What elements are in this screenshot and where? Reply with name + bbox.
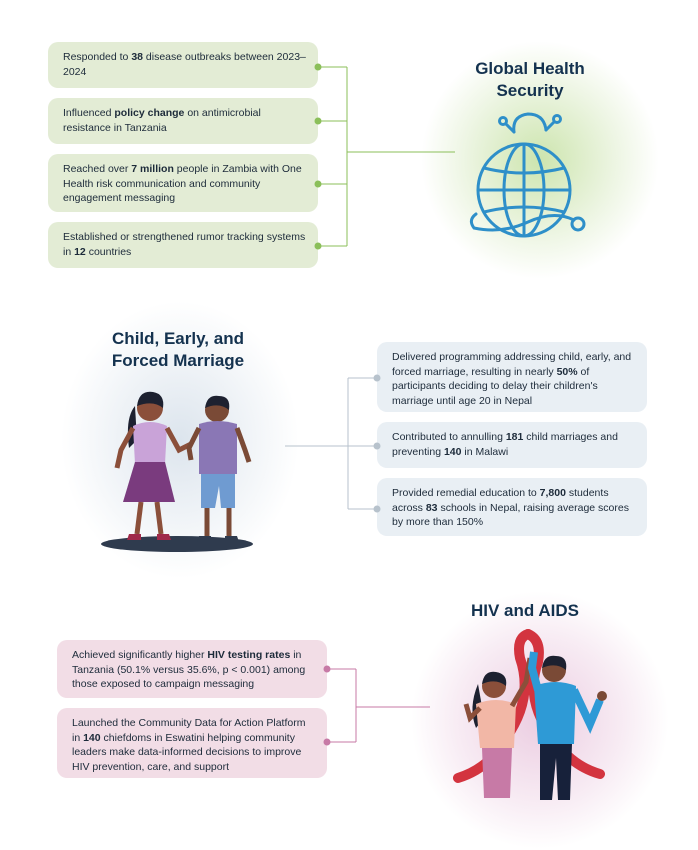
grey-glow [60, 300, 300, 580]
ghs-title: Global Health Security [475, 59, 585, 100]
hiv-connector [323, 665, 430, 746]
children-illustration [101, 391, 253, 552]
ghs-card-1: Responded to 38 disease outbreaks betwee… [48, 42, 318, 88]
cefm-card-1: Delivered programming addressing child, … [377, 342, 647, 412]
cefm-card-2: Contributed to annulling 181 child marri… [377, 422, 647, 468]
cefm-card-3: Provided remedial education to 7,800 stu… [377, 478, 647, 536]
globe-stethoscope-icon [469, 112, 586, 238]
cefm-title: Child, Early, and Forced Marriage [111, 329, 245, 370]
ghs-card-3: Reached over 7 million people in Zambia … [48, 154, 318, 212]
ghs-card-4: Established or strengthened rumor tracki… [48, 222, 318, 268]
cefm-connector [285, 374, 381, 513]
ribbon-people-illustration [453, 629, 607, 800]
hiv-card-1: Achieved significantly higher HIV testin… [57, 640, 327, 698]
hiv-title: HIV and AIDS [471, 601, 579, 620]
ghs-connector [314, 63, 455, 250]
ghs-card-2: Influenced policy change on antimicrobia… [48, 98, 318, 144]
hiv-card-2: Launched the Community Data for Action P… [57, 708, 327, 778]
